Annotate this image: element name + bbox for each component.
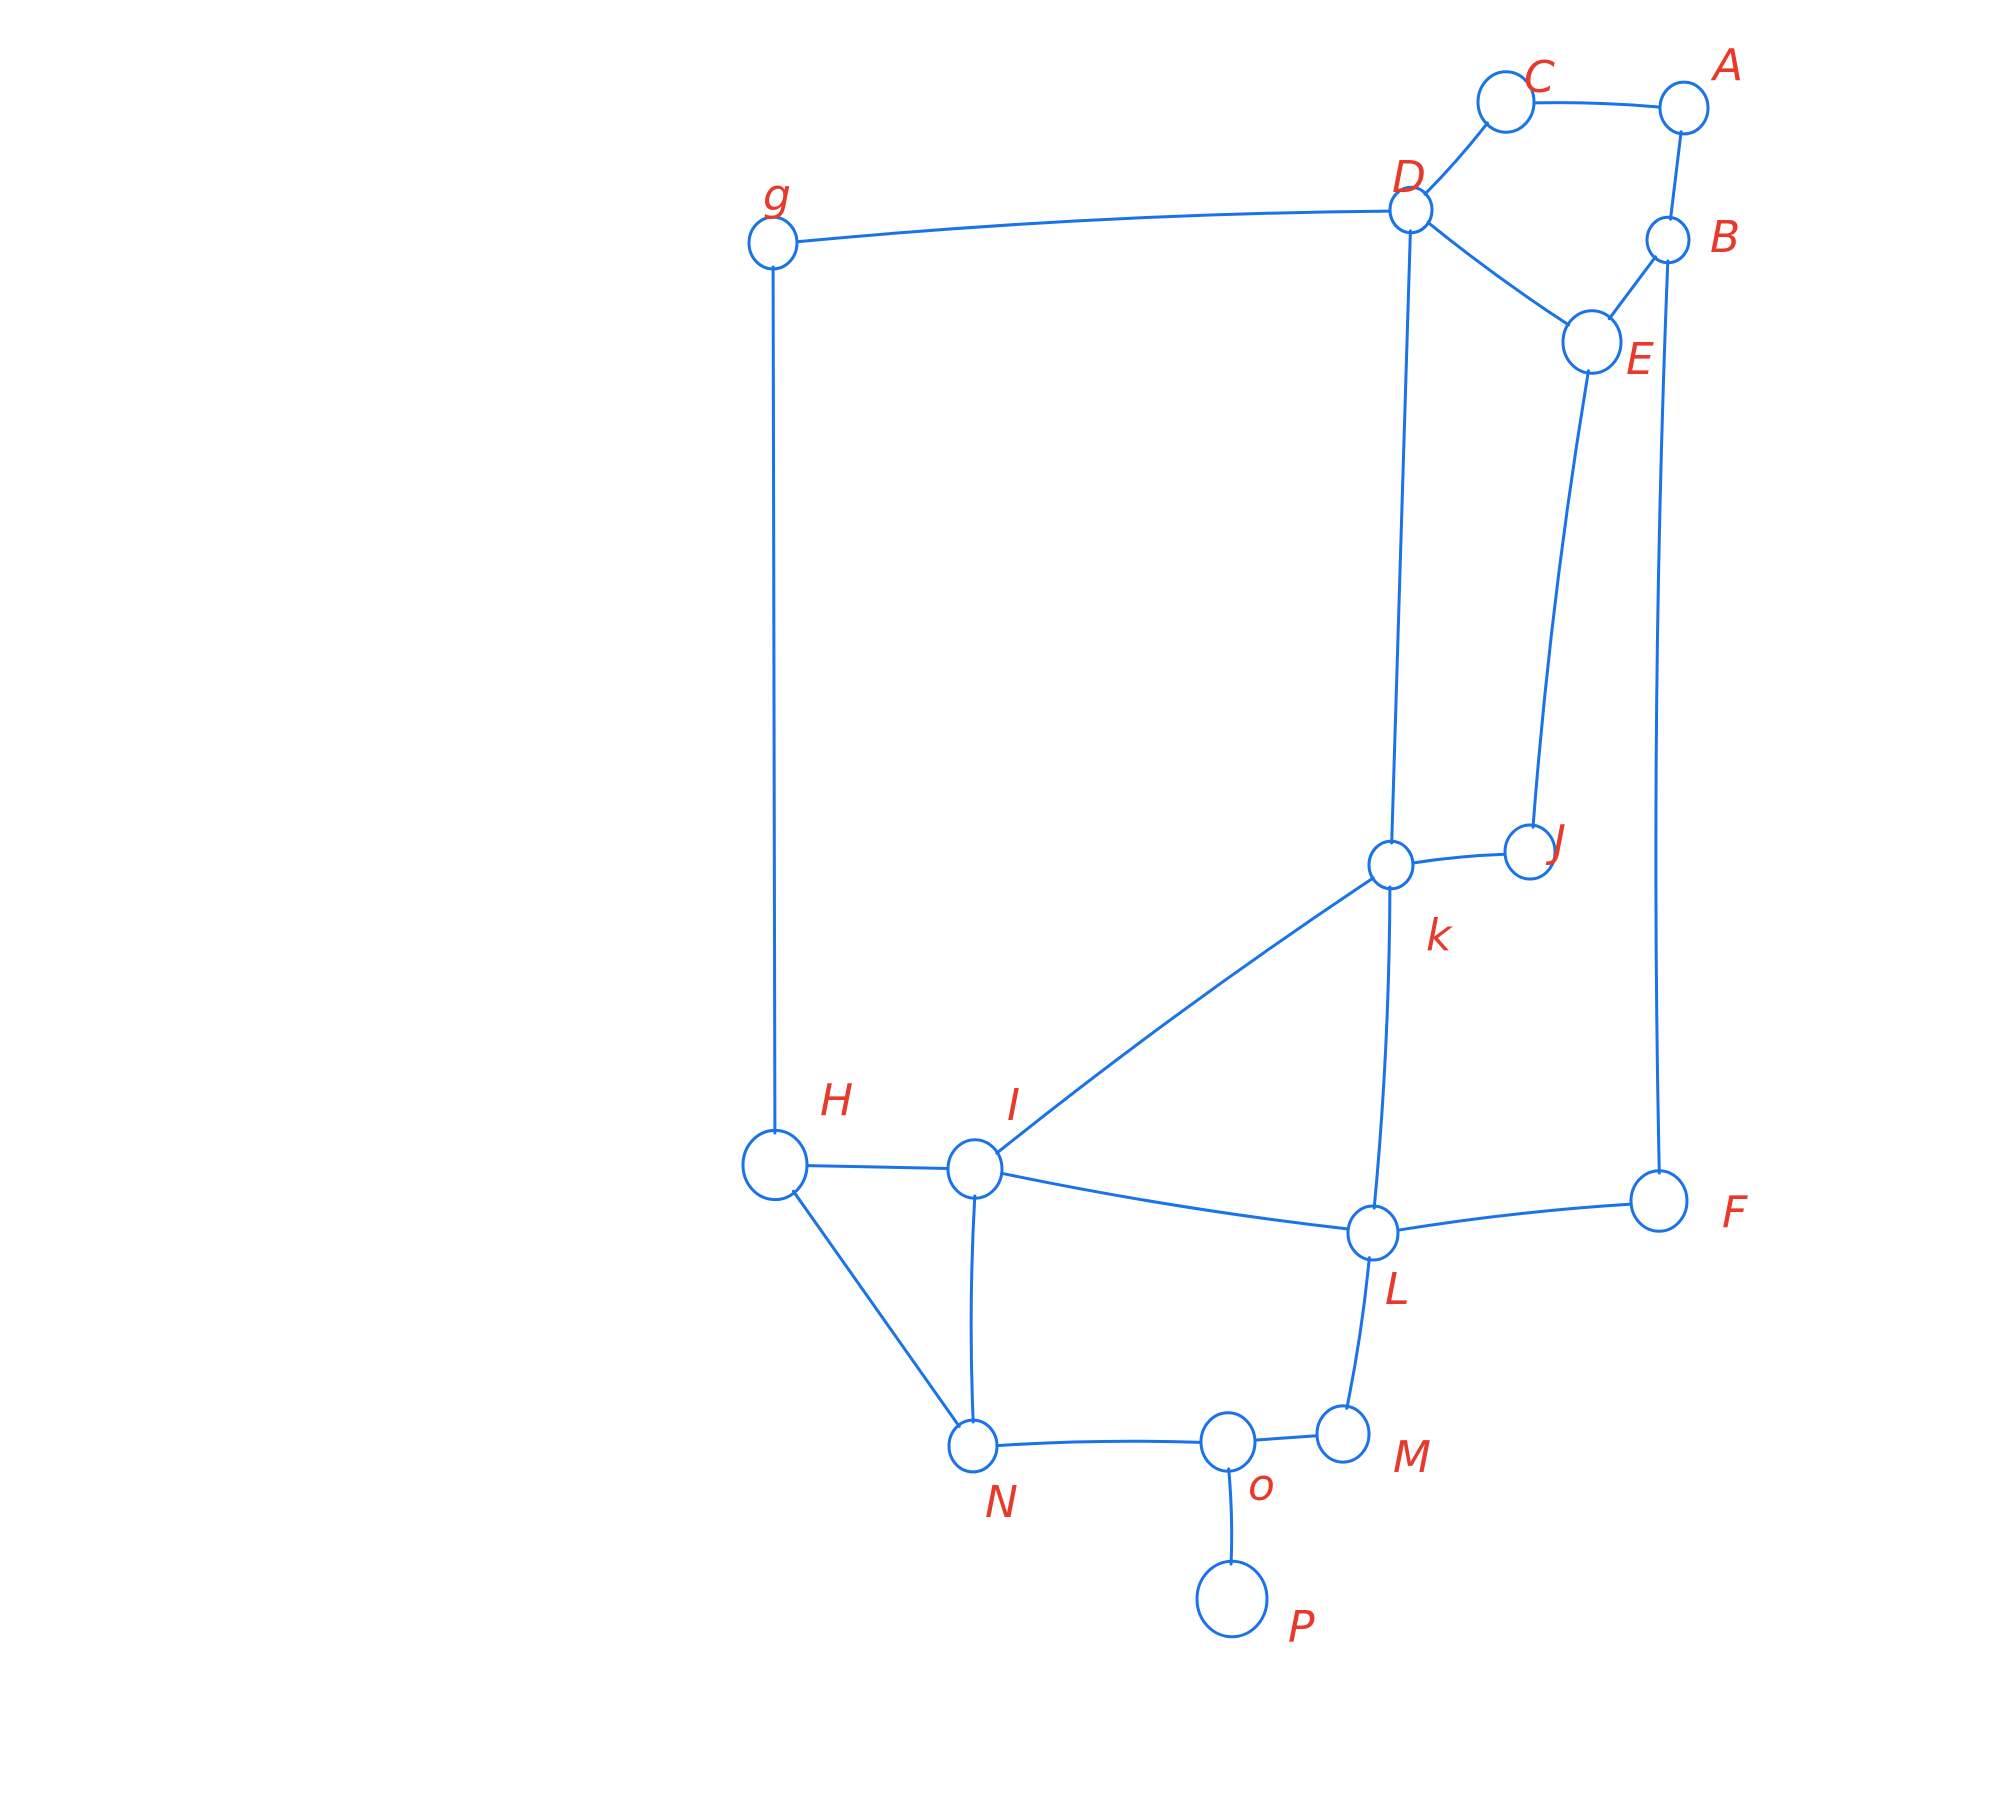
edge-i-n [969,1194,977,1424]
node-label-p: P [1288,1602,1315,1653]
node-label-n: N [985,1477,1018,1528]
node-label-o: o [1248,1460,1275,1511]
node-label-h: H [820,1075,853,1126]
node-b [1645,215,1691,265]
node-m [1315,1404,1371,1464]
node-n [947,1418,999,1474]
edge-k-j [1411,852,1507,865]
edge-d-k [1390,229,1412,845]
edge-b-f [1654,259,1670,1175]
node-h [741,1128,809,1202]
edge-k-i [995,876,1375,1155]
edge-l-f [1396,1202,1633,1232]
edge-n-o [995,1439,1203,1448]
edge-m-l [1345,1256,1371,1410]
edge-g-h [771,265,777,1135]
nodes-layer [741,70,1710,1639]
edge-g-d [795,209,1392,244]
edges-layer [771,101,1683,1566]
node-f [1629,1169,1689,1233]
edge-h-n [791,1189,961,1428]
edge-i-l [1000,1171,1350,1231]
node-a [1658,80,1710,136]
node-o [1199,1411,1257,1473]
node-label-e: E [1626,334,1654,385]
edge-d-e [1426,220,1571,327]
edge-k-l [1372,885,1392,1210]
node-j [1503,823,1557,881]
node-label-j: J [1545,816,1566,867]
node-label-g: g [763,170,791,221]
node-g [747,215,799,271]
node-l [1346,1204,1400,1262]
edge-c-d [1423,121,1489,196]
edge-o-m [1253,1434,1319,1442]
edge-e-j [1531,369,1590,829]
node-label-i: I [1007,1080,1020,1131]
node-label-a: A [1710,40,1743,91]
edge-b-e [1607,255,1657,321]
node-label-m: M [1393,1432,1431,1483]
node-c [1476,70,1536,134]
node-k [1367,839,1415,891]
node-label-b: B [1710,212,1740,263]
edge-a-b [1669,130,1683,221]
node-label-k: k [1426,910,1453,961]
edge-h-i [805,1164,950,1170]
node-label-f: F [1722,1187,1748,1238]
node-label-c: C [1524,52,1555,103]
node-e [1561,309,1623,375]
node-i [946,1138,1004,1200]
edge-o-p [1227,1467,1234,1566]
node-d [1388,185,1434,235]
node-p [1195,1559,1269,1639]
node-label-d: D [1392,152,1426,203]
node-label-l: L [1385,1264,1410,1315]
edge-c-a [1532,101,1662,109]
